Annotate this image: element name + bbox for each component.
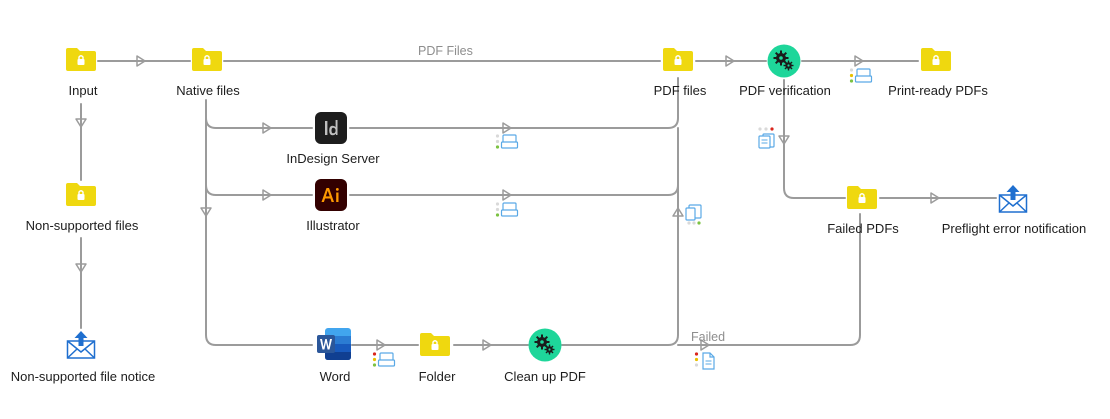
conn-indesign-pdffiles[interactable]: [349, 77, 679, 129]
label-folder: Folder: [418, 369, 456, 384]
tray-status-failed[interactable]: [694, 351, 718, 376]
conn-native-word[interactable]: [205, 184, 313, 346]
tray-status-verification-failed[interactable]: [757, 126, 781, 155]
app-node-word[interactable]: [316, 327, 352, 361]
word-app-icon: [317, 328, 351, 360]
indesign-app-icon: [315, 112, 347, 144]
conn-cleanup-pdffiles[interactable]: [561, 184, 679, 346]
folder-node-print-ready[interactable]: [919, 46, 953, 72]
folder-lock-icon: [420, 333, 450, 356]
folder-node-native-files[interactable]: [190, 46, 224, 72]
mail-send-icon: [66, 331, 96, 359]
label-pdf-files: PDF files: [653, 83, 707, 98]
label-print-ready: Print-ready PDFs: [888, 83, 988, 98]
mail-node-preflight[interactable]: [998, 184, 1028, 214]
folder-lock-icon: [66, 48, 96, 71]
gear-node-pdf-verification[interactable]: [767, 44, 801, 78]
folder-node-pdf-files[interactable]: [661, 46, 695, 72]
tray-status-cleanup-pdffiles[interactable]: [683, 204, 707, 231]
label-non-supported-files: Non-supported files: [25, 218, 139, 233]
tray-status-indesign[interactable]: [495, 133, 519, 156]
folder-lock-icon: [847, 186, 877, 209]
folder-node-folder[interactable]: [418, 331, 452, 357]
gears-icon: [528, 328, 562, 362]
label-non-supported-notice: Non-supported file notice: [10, 369, 156, 384]
tray-status-word[interactable]: [372, 351, 396, 374]
label-clean-up: Clean up PDF: [504, 369, 586, 384]
folder-node-non-supported[interactable]: [64, 181, 98, 207]
conn-verification-failed[interactable]: [783, 79, 846, 199]
gear-node-clean-up[interactable]: [528, 328, 562, 362]
folder-lock-icon: [921, 48, 951, 71]
tray-icon: [849, 68, 873, 83]
label-input: Input: [68, 83, 98, 98]
label-word: Word: [319, 369, 351, 384]
app-node-illustrator[interactable]: [315, 179, 347, 211]
tray-icon: [685, 204, 702, 225]
label-preflight-notification: Preflight error notification: [941, 221, 1087, 236]
tray-icon: [495, 202, 519, 217]
doc-stack-icon: [758, 127, 775, 149]
folder-node-failed-pdfs[interactable]: [845, 184, 879, 210]
document-icon: [694, 352, 715, 370]
conn-label-pdf-files: PDF Files: [418, 44, 473, 58]
mail-send-icon: [998, 185, 1028, 213]
label-indesign: InDesign Server: [286, 151, 380, 166]
label-failed-pdfs: Failed PDFs: [827, 221, 899, 236]
illustrator-app-icon: [315, 179, 347, 211]
label-pdf-verification: PDF verification: [739, 83, 831, 98]
folder-lock-icon: [663, 48, 693, 71]
conn-native-indesign[interactable]: [205, 99, 313, 129]
label-illustrator: Illustrator: [306, 218, 360, 233]
arrowheads: [75, 55, 940, 351]
app-node-indesign[interactable]: [315, 112, 347, 144]
conn-cleanup-failed[interactable]: [677, 213, 861, 346]
conn-label-failed: Failed: [691, 330, 726, 344]
gears-icon: [767, 44, 801, 78]
label-native-files: Native files: [176, 83, 240, 98]
tray-icon: [495, 134, 519, 149]
folder-lock-icon: [66, 183, 96, 206]
tray-status-print-ready[interactable]: [849, 67, 873, 90]
tray-icon: [372, 352, 396, 367]
mail-node-non-supported[interactable]: [66, 330, 96, 360]
tray-status-illustrator[interactable]: [495, 201, 519, 224]
folder-lock-icon: [192, 48, 222, 71]
folder-node-input[interactable]: [64, 46, 98, 72]
